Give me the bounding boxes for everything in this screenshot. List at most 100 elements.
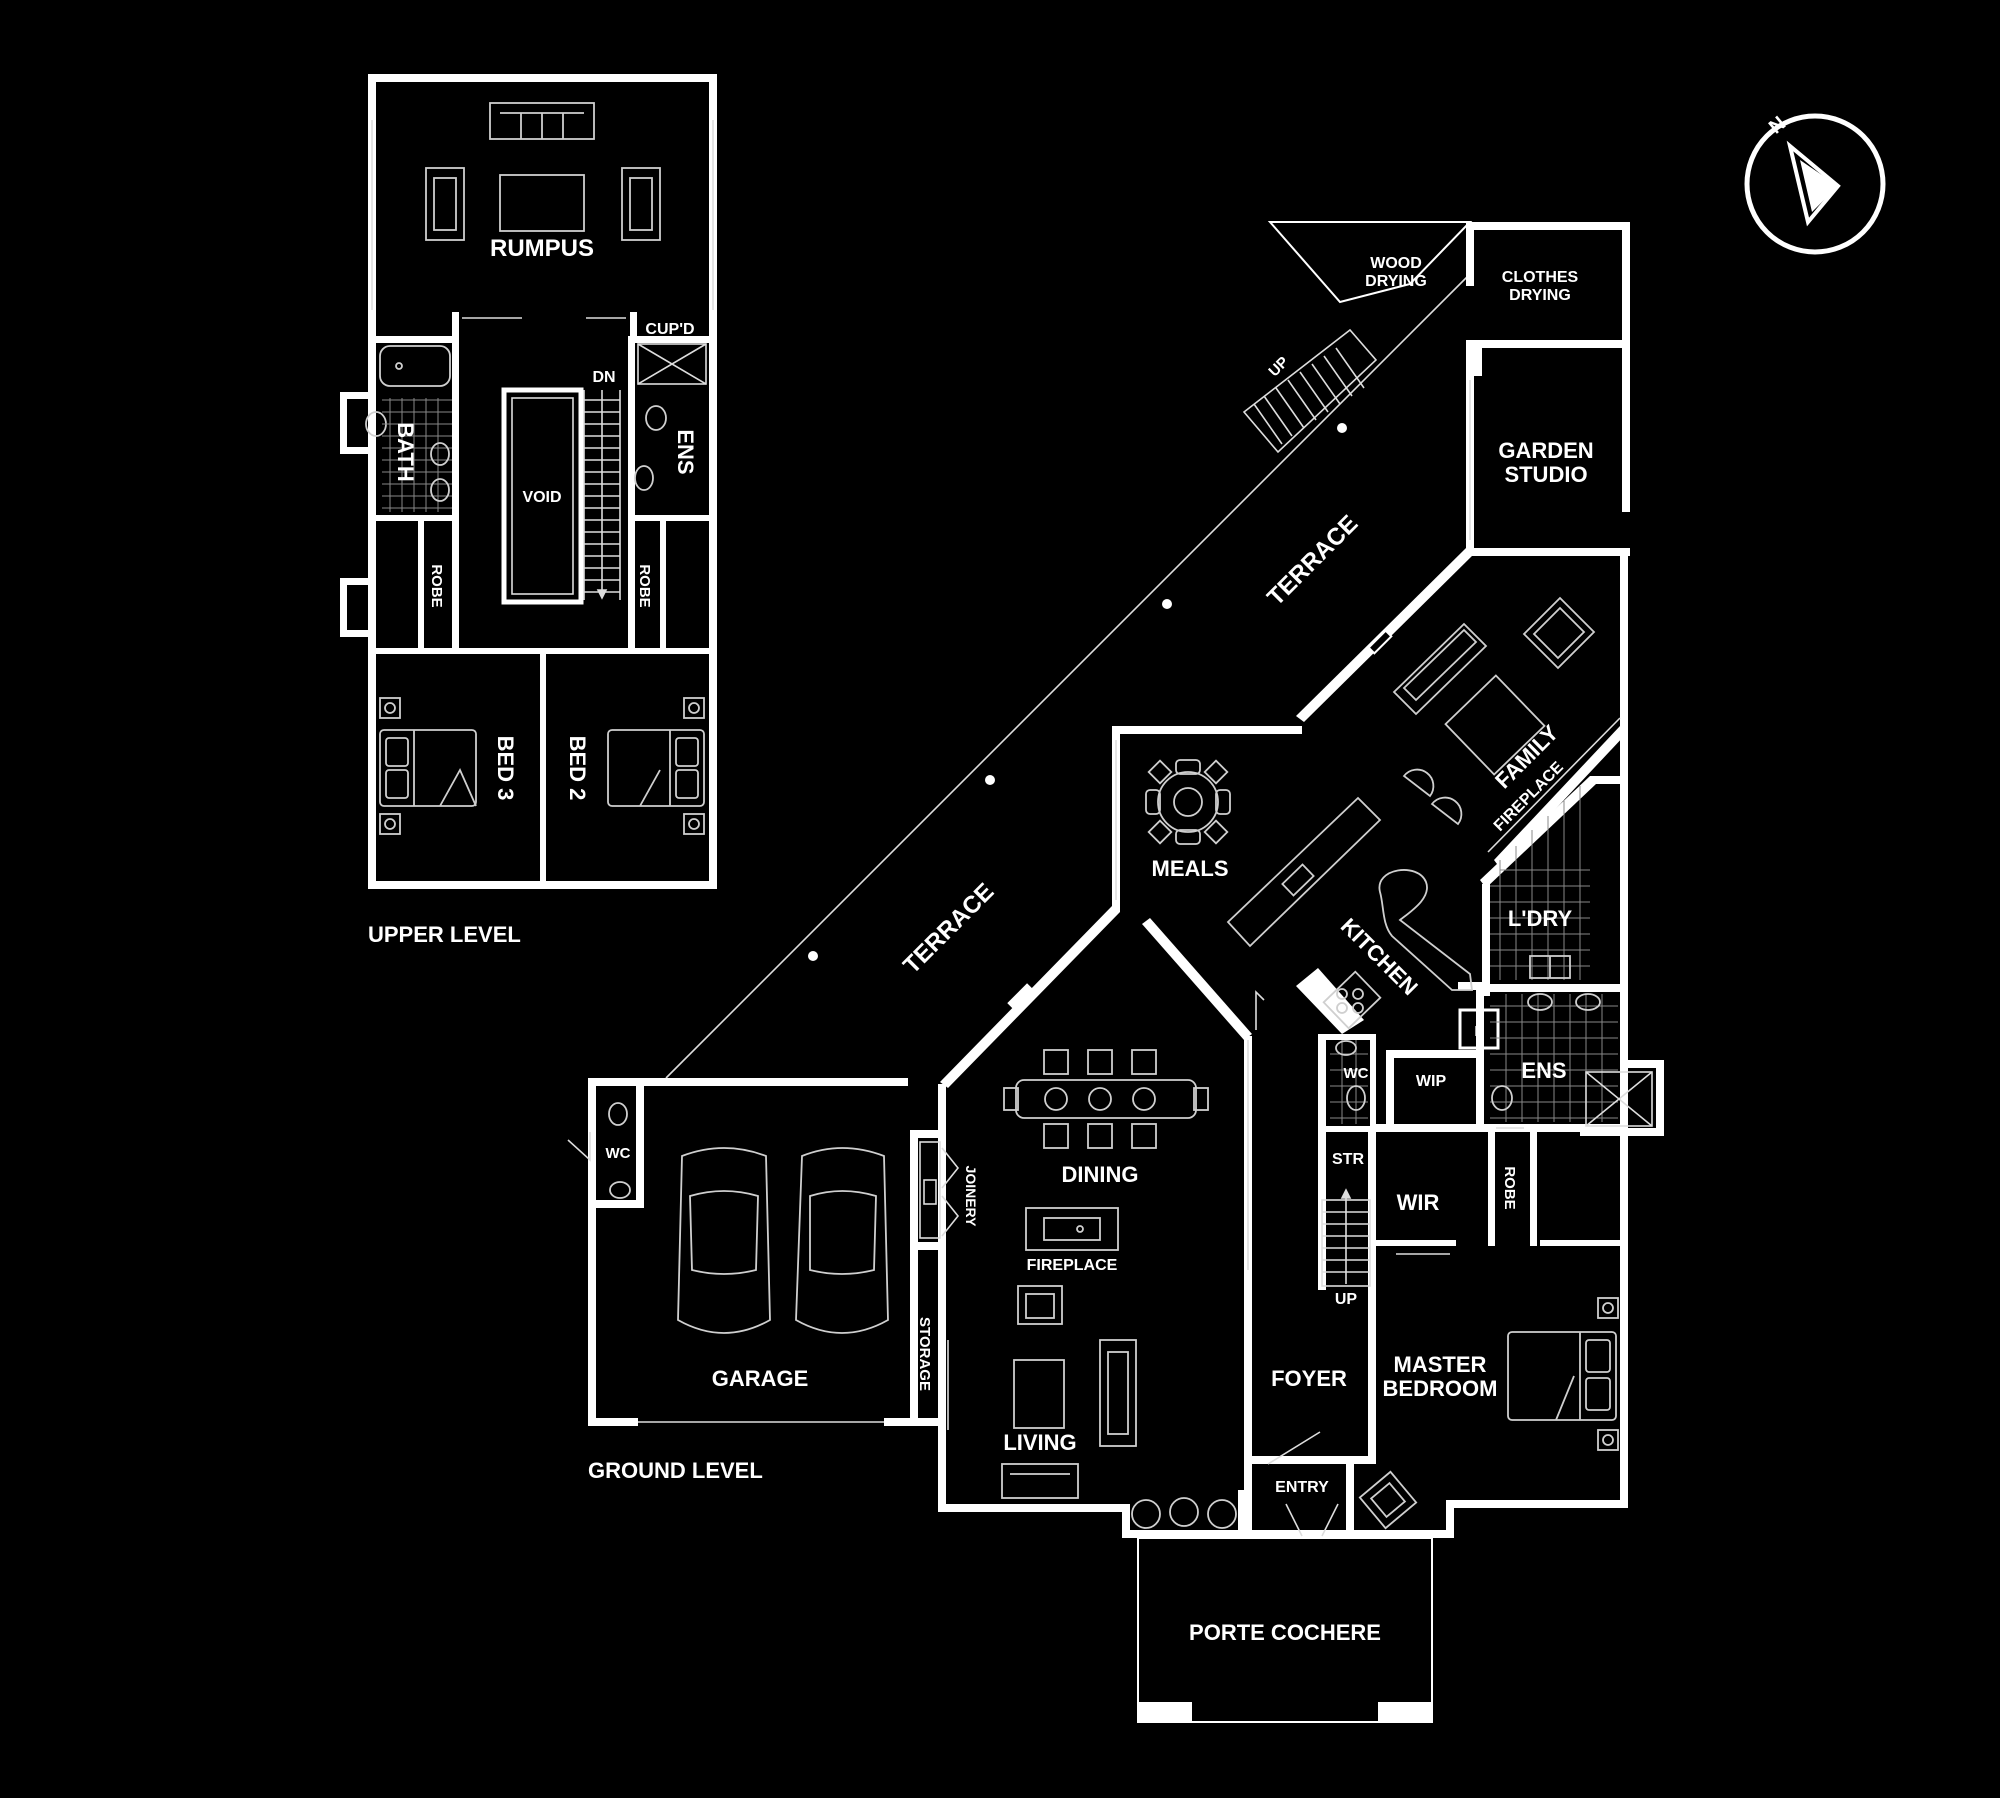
wall-garage-left [588, 1078, 596, 1426]
ensuite-shower-icon [1585, 1071, 1653, 1127]
master-lamp-icon [1597, 1429, 1619, 1451]
terrace-post [1162, 599, 1172, 609]
room-label-wip: WIP [1416, 1073, 1447, 1090]
wall-foyer-west [1244, 1036, 1252, 1534]
garage-side-door [567, 1132, 591, 1162]
wall-master-top-b [1540, 1240, 1624, 1246]
room-label-wc-garage: WC [606, 1145, 631, 1162]
upper-wall-bed-divider [540, 648, 546, 886]
upper-wall-right [709, 74, 717, 889]
wall-ens-bay-c [1580, 1128, 1664, 1136]
upper-wall-left [368, 74, 376, 889]
wall-entry-right [1346, 1456, 1354, 1538]
ens-basin-icon [634, 465, 654, 491]
wall-garage-wc-right [636, 1086, 644, 1208]
room-label-ensuite-upper: ENS [673, 429, 698, 474]
living-sofa-bottom-icon [1001, 1463, 1079, 1499]
wall-wip-top [1386, 1050, 1476, 1058]
wall-entry-bottom [1250, 1530, 1354, 1538]
wall-laundry-top [1590, 776, 1626, 784]
rumpus-sofa-icon [489, 102, 595, 140]
upper-wall-ens-bottom [632, 515, 712, 521]
north-arrow-fill-icon [1800, 160, 1838, 212]
room-label-living: LIVING [1003, 1430, 1076, 1455]
wall-laundry-bottom [1458, 982, 1490, 990]
room-label-garden-studio-2: STUDIO [1504, 462, 1587, 487]
room-label-wood-drying-2: DRYING [1365, 273, 1427, 290]
ens-toilet-icon [645, 405, 667, 431]
stair-label-up-terrace: UP [1265, 353, 1292, 380]
room-label-terrace-lower: TERRACE [898, 878, 999, 979]
room-label-terrace-upper: TERRACE [1262, 510, 1363, 611]
north-arrow-icon [1786, 140, 1841, 227]
wall-dining-diagonal [940, 906, 1120, 1088]
wall-master-bay-b [1446, 1500, 1628, 1508]
upper-wall-void-right [628, 336, 635, 652]
room-label-master-bedroom-1: MASTER [1394, 1352, 1487, 1377]
ensuite-floor-tiles-icon [1490, 994, 1618, 1122]
room-label-laundry: L'DRY [1508, 906, 1573, 931]
ensuite-toilet-icon [1491, 1085, 1513, 1111]
upper-level-plan: RUMPUS CUP'D DN BATH ENS VOID ROBE ROBE … [340, 74, 717, 947]
upper-wall-robe-l [418, 521, 424, 651]
master-bed-icon [1507, 1331, 1617, 1421]
wall-ens-bay [1620, 1060, 1664, 1068]
wc-toilet-icon [1346, 1085, 1366, 1111]
upper-bump-window-c [340, 578, 347, 637]
wall-garage-wc-bottom [596, 1200, 644, 1208]
room-label-clothes-drying-1: CLOTHES [1502, 269, 1579, 286]
terrace-post [985, 775, 995, 785]
room-label-bath: BATH [393, 422, 418, 481]
porte-cochere-post [1378, 1702, 1432, 1722]
room-label-foyer: FOYER [1271, 1366, 1347, 1391]
cooktop-icon [1322, 970, 1382, 1030]
upper-bump-bath-c [340, 392, 347, 454]
wall-wc-bottom [1318, 1126, 1382, 1132]
room-label-wood-drying-1: WOOD [1370, 255, 1422, 272]
room-label-bed2: BED 2 [565, 736, 590, 801]
wall-wc-top [1318, 1034, 1374, 1040]
wall-living-bay-left [1122, 1504, 1130, 1538]
stair-label-down: DN [592, 369, 615, 386]
joinery-icon [919, 1141, 960, 1239]
room-label-robe: ROBE [1501, 1166, 1518, 1209]
wall-dining-foyer-diagonal [1142, 918, 1252, 1040]
room-label-joinery: JOINERY [963, 1166, 979, 1228]
wall-wip-left [1386, 1050, 1394, 1124]
kitchen-bench-icon [1378, 869, 1474, 991]
rumpus-coffee-table-icon [499, 174, 585, 232]
room-label-bed3: BED 3 [493, 736, 518, 801]
void-inner [511, 397, 574, 595]
room-label-void: VOID [522, 489, 561, 506]
upper-wall-robe-r [660, 521, 666, 651]
wall-living-bay-bottom [1122, 1530, 1254, 1538]
upper-wall-bath-bottom [376, 515, 456, 521]
wall-garage-bottom [588, 1418, 638, 1426]
living-bay-chairs-icon [1131, 1497, 1237, 1529]
wall-master-bay [1446, 1500, 1454, 1538]
room-label-entry: ENTRY [1275, 1479, 1329, 1496]
room-label-rumpus: RUMPUS [490, 235, 594, 262]
laundry-sink-icon [1529, 955, 1571, 979]
upper-wall-cupd [630, 312, 637, 342]
wood-drying-outline [1267, 221, 1473, 304]
dining-table-icon [1003, 1049, 1209, 1149]
wall-wc-right [1370, 1034, 1376, 1130]
room-label-meals: MEALS [1152, 856, 1229, 881]
kitchen-island-icon [1226, 796, 1382, 948]
family-coffee-table-icon [1444, 674, 1546, 776]
master-lamp-icon [1597, 1297, 1619, 1319]
cupboard-cross [637, 343, 707, 385]
room-label-porte-cochere: PORTE COCHERE [1189, 1620, 1381, 1645]
room-label-dining: DINING [1062, 1162, 1139, 1187]
compass-ring [1744, 113, 1886, 255]
upper-wall-top [368, 74, 717, 82]
garage-wc-toilet-icon [608, 1102, 631, 1199]
wall-living-bay-right [1238, 1490, 1246, 1538]
room-label-kitchen: KITCHEN [1336, 913, 1423, 1000]
car-icon [677, 1147, 771, 1334]
upper-bump-bath [340, 392, 370, 399]
ground-level-caption: GROUND LEVEL [588, 1458, 763, 1483]
family-sofa-icon [1392, 622, 1488, 716]
